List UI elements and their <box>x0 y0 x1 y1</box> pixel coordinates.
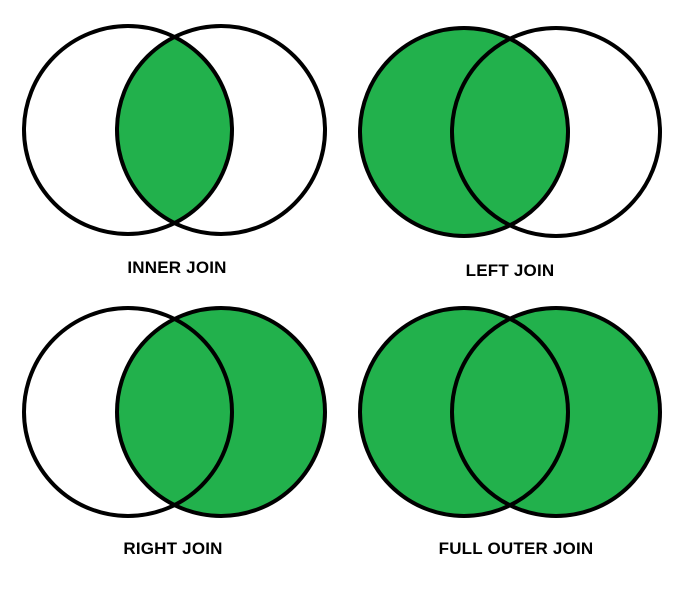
right-join-label: RIGHT JOIN <box>123 539 223 558</box>
full-right-circle <box>452 308 660 516</box>
left-join-label: LEFT JOIN <box>465 261 555 280</box>
full-join-diagram <box>358 306 662 518</box>
inner-join-label: INNER JOIN <box>127 258 227 277</box>
left-left-circle <box>360 28 568 236</box>
inner-intersection <box>117 26 232 234</box>
inner-join-diagram <box>22 24 327 236</box>
right-join-diagram <box>22 306 327 518</box>
full-outer-join-label: FULL OUTER JOIN <box>438 539 594 558</box>
left-join-diagram <box>358 26 662 238</box>
right-right-circle <box>117 308 325 516</box>
